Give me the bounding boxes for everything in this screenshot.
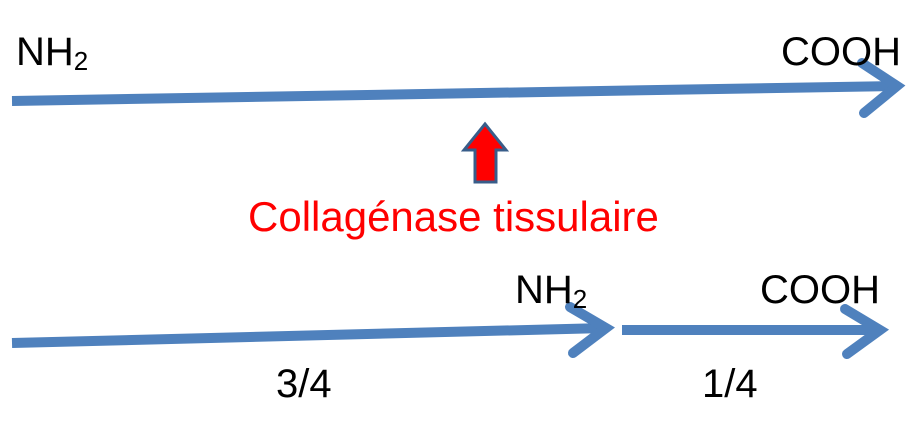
small-fragment-head	[840, 304, 890, 359]
small-fragment-arrow	[622, 304, 890, 359]
intact-chain-arrow	[11, 58, 906, 118]
small-fragment-c-terminus-label: COOH	[760, 268, 880, 312]
enzyme-up-arrow	[460, 121, 510, 184]
intact-c-terminus-label: COOH	[781, 30, 901, 74]
intact-chain-head	[857, 58, 906, 118]
large-fragment-shaft	[11, 323, 606, 348]
large-fragment-fraction-label: 3/4	[276, 362, 332, 406]
small-fragment-fraction-label: 1/4	[702, 362, 758, 406]
intact-chain-shaft	[11, 81, 896, 106]
large-fragment-n-terminus-label: NH2	[515, 268, 588, 314]
large-fragment-head	[565, 302, 615, 358]
enzyme-label: Collagénase tissulaire	[248, 193, 659, 240]
large-fragment-arrow	[11, 302, 615, 358]
intact-n-terminus-label: NH2	[16, 30, 89, 76]
enzyme-up-arrow-shape	[460, 121, 510, 184]
